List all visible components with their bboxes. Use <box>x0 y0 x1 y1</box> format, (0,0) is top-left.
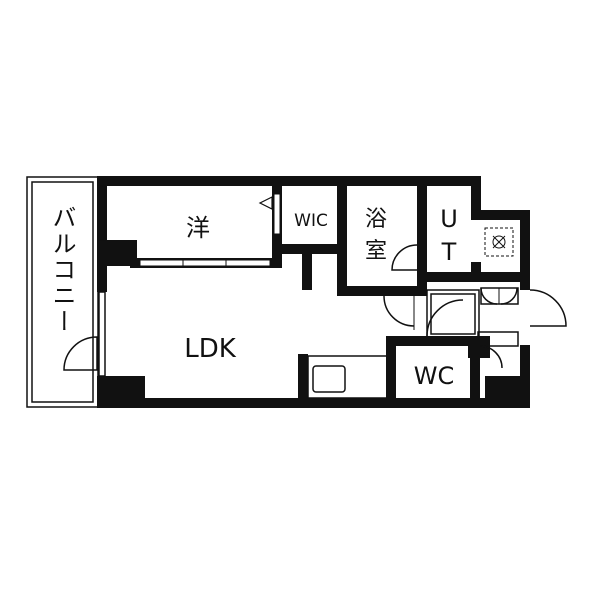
room-label-utility-line1: U <box>440 205 458 233</box>
western-room: 洋 <box>130 186 282 268</box>
room-label-wc: WC <box>414 362 455 390</box>
room-label-western: 洋 <box>186 214 210 242</box>
window-left <box>98 185 106 377</box>
bath: 浴 室 <box>337 186 427 296</box>
room-label-bath-line2: 室 <box>365 239 387 264</box>
utility: U T <box>427 205 520 282</box>
room-label-balcony: バルコニー <box>48 205 76 335</box>
outer-walls <box>97 176 530 408</box>
wc: WC <box>386 336 503 400</box>
room-label-bath-line1: 浴 <box>365 207 387 232</box>
room-label-utility-line2: T <box>441 238 457 266</box>
room-label-ldk: LDK <box>184 334 237 364</box>
room-label-wic: WIC <box>294 211 328 231</box>
